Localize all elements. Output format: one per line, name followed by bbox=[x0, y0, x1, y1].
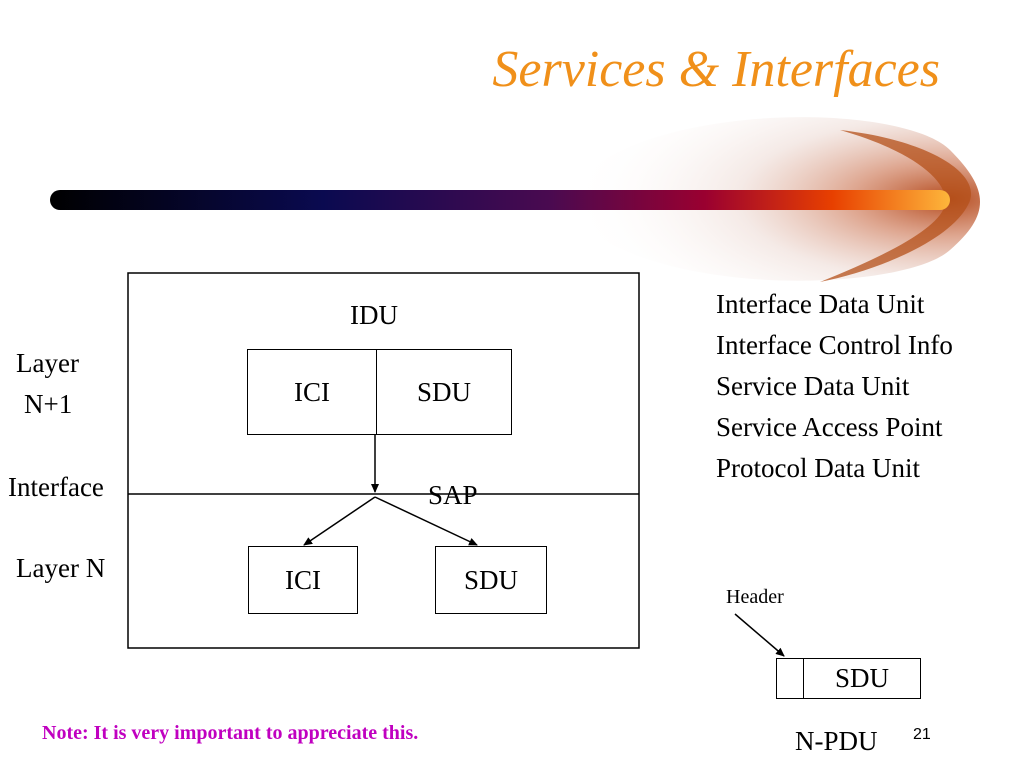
definition-sap: Service Access Point bbox=[716, 412, 943, 442]
page-number: 21 bbox=[913, 726, 931, 743]
definition-pdu: Protocol Data Unit bbox=[716, 453, 920, 483]
layer-n-label: Layer N bbox=[16, 553, 106, 583]
split-arrow-to-ici bbox=[303, 496, 376, 546]
npdu-box: SDU bbox=[776, 658, 921, 699]
definition-ici: Interface Control Info bbox=[716, 330, 953, 360]
npdu-header-cell bbox=[777, 659, 804, 698]
interface-label: Interface bbox=[8, 472, 104, 502]
layer-n1-label-line2: N+1 bbox=[24, 389, 73, 419]
npdu-label: N-PDU bbox=[795, 726, 878, 756]
idu-block: ICI SDU bbox=[247, 349, 512, 435]
sap-label: SAP bbox=[428, 480, 478, 510]
definition-idu: Interface Data Unit bbox=[716, 289, 925, 319]
slide-title: Services & Interfaces bbox=[492, 41, 940, 98]
upper-sdu-cell: SDU bbox=[416, 376, 471, 407]
layer-n1-label-line1: Layer bbox=[16, 348, 79, 378]
lower-sdu-box: SDU bbox=[435, 546, 547, 614]
note-text: Note: It is very important to appreciate… bbox=[42, 722, 419, 744]
header-label: Header bbox=[726, 586, 784, 608]
npdu-sdu-cell: SDU bbox=[834, 663, 889, 693]
split-arrow-to-sdu bbox=[374, 496, 478, 546]
definition-sdu: Service Data Unit bbox=[716, 371, 910, 401]
idu-label: IDU bbox=[350, 300, 398, 330]
header-pointer-arrow bbox=[734, 613, 785, 657]
lower-ici-box: ICI bbox=[248, 546, 358, 614]
layer-frame bbox=[127, 272, 640, 649]
title-comet-decoration bbox=[50, 117, 980, 282]
upper-ici-cell: ICI bbox=[248, 350, 377, 434]
definitions-list: Interface Data Unit Interface Control In… bbox=[716, 284, 953, 489]
